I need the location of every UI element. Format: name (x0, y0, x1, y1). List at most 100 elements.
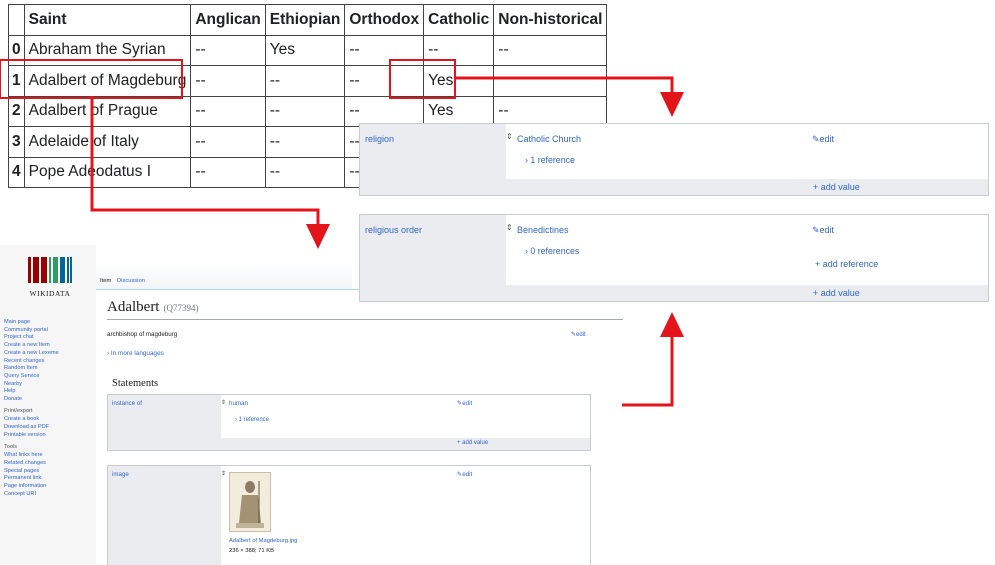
sidebar-heading-print: Print/export (4, 407, 33, 414)
wikidata-logo[interactable]: WIKIDATA (22, 257, 78, 305)
statement-edit-link[interactable]: ✎edit (457, 400, 472, 407)
edit-label: edit (462, 471, 473, 478)
add-value-link[interactable]: + add value (813, 182, 860, 192)
cell-ethiopian: -- (264, 126, 346, 158)
property-link[interactable]: instance of (112, 400, 142, 407)
references-label: 0 references (530, 246, 580, 256)
sidebar-item-community-portal[interactable]: Community portal (4, 326, 48, 333)
sidebar-item-random-item[interactable]: Random Item (4, 365, 38, 372)
sidebar-item-create-item[interactable]: Create a new Item (4, 342, 50, 349)
cell-catholic: -- (423, 34, 495, 66)
pencil-icon: ✎ (812, 134, 820, 144)
image-dimensions: 236 × 388; 71 KB (229, 548, 274, 554)
row-index: 4 (8, 156, 25, 188)
sidebar-item-special-pages[interactable]: Special pages (4, 467, 40, 474)
sidebar-item-nearby[interactable]: Nearby (4, 380, 23, 387)
cell-saint: Adelaide of Italy (23, 126, 192, 158)
value-link[interactable]: Benedictines (517, 225, 569, 235)
sidebar-item-recent-changes[interactable]: Recent changes (4, 357, 45, 364)
arrow-head-down-icon (660, 92, 684, 117)
add-value-link[interactable]: + add value (813, 288, 860, 298)
zoomed-statement-religious-order: religious order ⇕ Benedictines ✎edit › 0… (359, 214, 989, 302)
rank-normal-icon[interactable]: ⇕ (221, 400, 227, 406)
pencil-icon: ✎ (457, 400, 463, 407)
sidebar-item-donate[interactable]: Donate (4, 396, 23, 403)
sidebar-item-main-page[interactable]: Main page (4, 319, 31, 325)
cell-anglican: -- (190, 95, 266, 127)
image-thumbnail[interactable] (229, 472, 271, 532)
sidebar-item-help[interactable]: Help (4, 388, 16, 395)
cell-non-historical: -- (493, 34, 608, 66)
cell-catholic: Yes (423, 95, 495, 127)
arrow-page-to-statements (622, 336, 674, 407)
sidebar-nav: Main page Community portal Project chat … (4, 319, 94, 498)
add-value-bar: + add value (506, 285, 988, 301)
header-catholic: Catholic (423, 4, 495, 36)
pencil-icon: ✎ (812, 225, 820, 235)
sidebar-item-related-changes[interactable]: Related changes (4, 459, 46, 466)
statements-heading: Statements (112, 378, 159, 389)
sidebar-item-project-chat[interactable]: Project chat (4, 334, 34, 341)
edit-label: edit (819, 225, 835, 235)
sidebar: WIKIDATA Main page Community portal Proj… (0, 245, 96, 564)
cell-saint: Adalbert of Magdeburg (23, 65, 192, 97)
statement-edit-link[interactable]: ✎edit (457, 471, 472, 478)
table-row: 0 Abraham the Syrian -- Yes -- -- -- (8, 34, 608, 66)
statement-instance-of: instance of ⇕ human ✎edit › 1 reference … (107, 394, 591, 451)
item-description: archbishop of magdeburg (107, 331, 178, 338)
references-toggle[interactable]: › 1 reference (235, 417, 269, 423)
chevron-right-icon: › (525, 246, 531, 256)
description-edit-link[interactable]: ✎edit (571, 331, 586, 338)
arrow-head-up-icon (660, 312, 684, 337)
sidebar-item-query-service[interactable]: Query Service (4, 372, 40, 379)
sidebar-item-create-lexeme[interactable]: Create a new Lexeme (4, 349, 59, 356)
property-cell: religious order (360, 215, 506, 301)
statement-edit-link[interactable]: ✎edit (812, 225, 834, 236)
cell-anglican: -- (190, 34, 266, 66)
sidebar-item-page-information[interactable]: Page information (4, 483, 47, 490)
title-divider (107, 319, 623, 320)
references-toggle[interactable]: › 1 reference (525, 155, 575, 165)
property-link[interactable]: religion (365, 134, 395, 144)
value-link[interactable]: Catholic Church (517, 134, 582, 144)
references-toggle[interactable]: › 0 references (525, 246, 579, 256)
edit-label: edit (462, 400, 473, 407)
row-index: 2 (8, 95, 25, 127)
tab-discussion[interactable]: Discussion (117, 278, 146, 284)
property-link[interactable]: image (112, 471, 129, 478)
rank-normal-icon[interactable]: ⇕ (221, 471, 227, 477)
zoomed-statement-religion: religion ⇕ Catholic Church ✎edit › 1 ref… (359, 123, 989, 196)
logo-wordmark: WIKIDATA (29, 289, 71, 298)
sidebar-item-concept-uri[interactable]: Concept URI (4, 490, 37, 497)
rank-normal-icon[interactable]: ⇕ (506, 132, 513, 141)
item-label: Adalbert (107, 299, 160, 315)
rank-normal-icon[interactable]: ⇕ (506, 223, 513, 232)
image-filename-link[interactable]: Adalbert of Magdeburg.jpg (229, 538, 298, 544)
add-value-bar: + add value (221, 438, 590, 450)
sidebar-item-printable-version[interactable]: Printable version (4, 431, 46, 438)
more-languages-link[interactable]: › In more languages (107, 350, 164, 357)
value-link[interactable]: human (229, 400, 248, 407)
chevron-right-icon: › (525, 155, 531, 165)
sidebar-item-download-pdf[interactable]: Download as PDF (4, 424, 50, 431)
sidebar-item-permanent-link[interactable]: Permanent link (4, 475, 42, 482)
header-saint: Saint (23, 4, 192, 36)
page-tabs: Item Discussion (96, 263, 352, 289)
header-index (8, 4, 25, 36)
page-title: Adalbert(Q77394) (107, 299, 198, 316)
add-reference-link[interactable]: + add reference (815, 259, 879, 269)
cell-ethiopian: -- (264, 95, 346, 127)
tab-item[interactable]: Item (100, 278, 112, 284)
property-link[interactable]: religious order (365, 225, 423, 235)
statement-image: image ⇕ ✎edit Adalbert of Magdeburg.jpg … (107, 465, 591, 565)
cell-orthodox: -- (344, 65, 425, 97)
table-row: 2 Adalbert of Prague -- -- -- Yes -- (8, 95, 608, 127)
sidebar-item-what-links-here[interactable]: What links here (4, 452, 43, 459)
pencil-icon: ✎ (457, 471, 463, 478)
add-value-link[interactable]: + add value (457, 440, 489, 446)
table-header-row: Saint Anglican Ethiopian Orthodox Cathol… (8, 4, 608, 36)
more-languages-label: In more languages (110, 350, 164, 357)
cell-anglican: -- (190, 126, 266, 158)
sidebar-item-create-book[interactable]: Create a book (4, 416, 40, 423)
statement-edit-link[interactable]: ✎edit (812, 134, 834, 145)
